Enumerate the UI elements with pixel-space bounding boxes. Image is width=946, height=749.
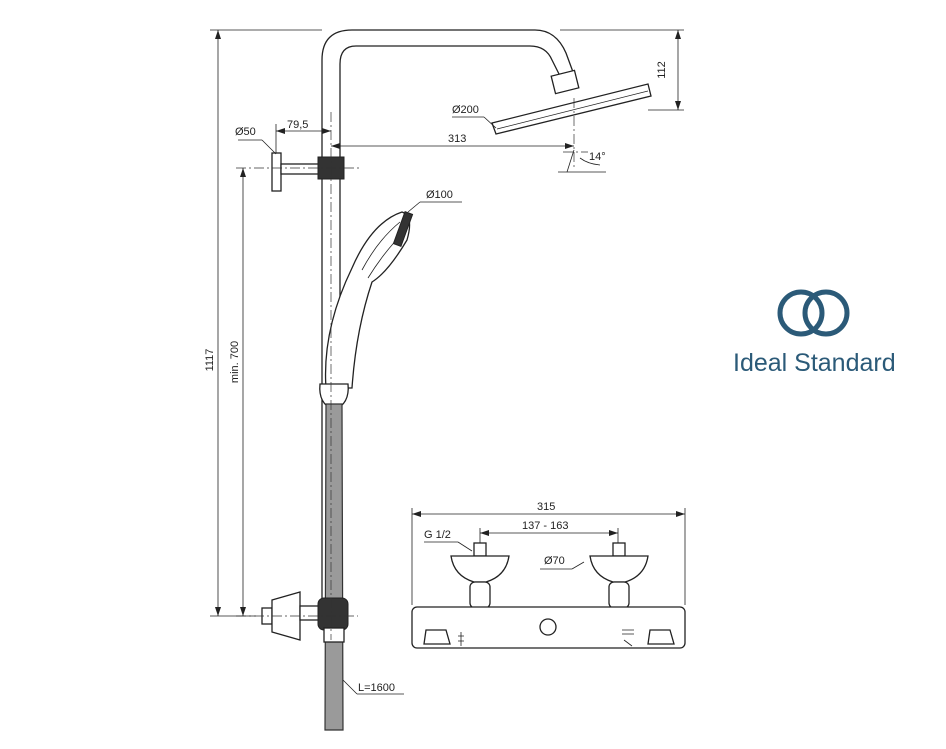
temperature-knob (423, 629, 451, 645)
thermostatic-mixer: 315 137 - 163 G 1/2 Ø70 (411, 501, 686, 649)
dim-112-label: 112 (656, 61, 668, 79)
hand-shower (324, 211, 414, 389)
dim-315-label: 315 (537, 501, 555, 513)
riser-pipe (321, 29, 574, 602)
dim-14-label: 14° (589, 151, 606, 163)
dim-313-label: 313 (448, 133, 466, 145)
dim-head-angle: 14° (558, 149, 606, 173)
mixer-outlet (539, 618, 557, 636)
brand-name: Ideal Standard (733, 349, 896, 377)
dim-total-height: 1117 (204, 29, 322, 617)
interlocking-rings-icon (777, 289, 850, 337)
dim-spacing-label: 137 - 163 (522, 520, 568, 532)
dim-wall-offset: Ø50 79,5 (235, 119, 331, 155)
centerlines (236, 98, 588, 640)
left-inlet (450, 542, 510, 609)
brand-logo: Ideal Standard (733, 289, 896, 377)
dim-arm-length: 313 (331, 133, 574, 149)
dim-min700-label: min. 700 (229, 341, 241, 383)
dim-offset-label: 79,5 (287, 119, 308, 131)
dim-70-label: Ø70 (544, 555, 565, 567)
shower-column (261, 29, 652, 731)
dim-1600-label: L=1600 (358, 682, 395, 694)
riser-pipe-inner (339, 45, 561, 602)
temperature-scale-icon (458, 632, 464, 646)
bottom-valve (261, 591, 349, 643)
flow-scale-icon (622, 629, 634, 647)
dim-head-diameter: Ø200 (452, 104, 497, 129)
dim-1117-label: 1117 (204, 349, 216, 372)
rain-shower-head (491, 69, 652, 135)
shower-hose (324, 403, 344, 731)
flow-knob (647, 629, 675, 645)
dim-head-height: 112 (560, 29, 684, 111)
wall-bracket (271, 152, 345, 192)
right-inlet (589, 542, 649, 609)
dim-200-label: Ø200 (452, 104, 479, 116)
dim-hose-length: L=1600 (342, 679, 404, 695)
dim-min-height: min. 700 (229, 168, 246, 616)
dim-100-label: Ø100 (426, 189, 453, 201)
dim-hand-diameter: Ø100 (407, 189, 462, 213)
dim-bracket-label: Ø50 (235, 126, 256, 138)
dim-thread-label: G 1/2 (424, 529, 451, 541)
